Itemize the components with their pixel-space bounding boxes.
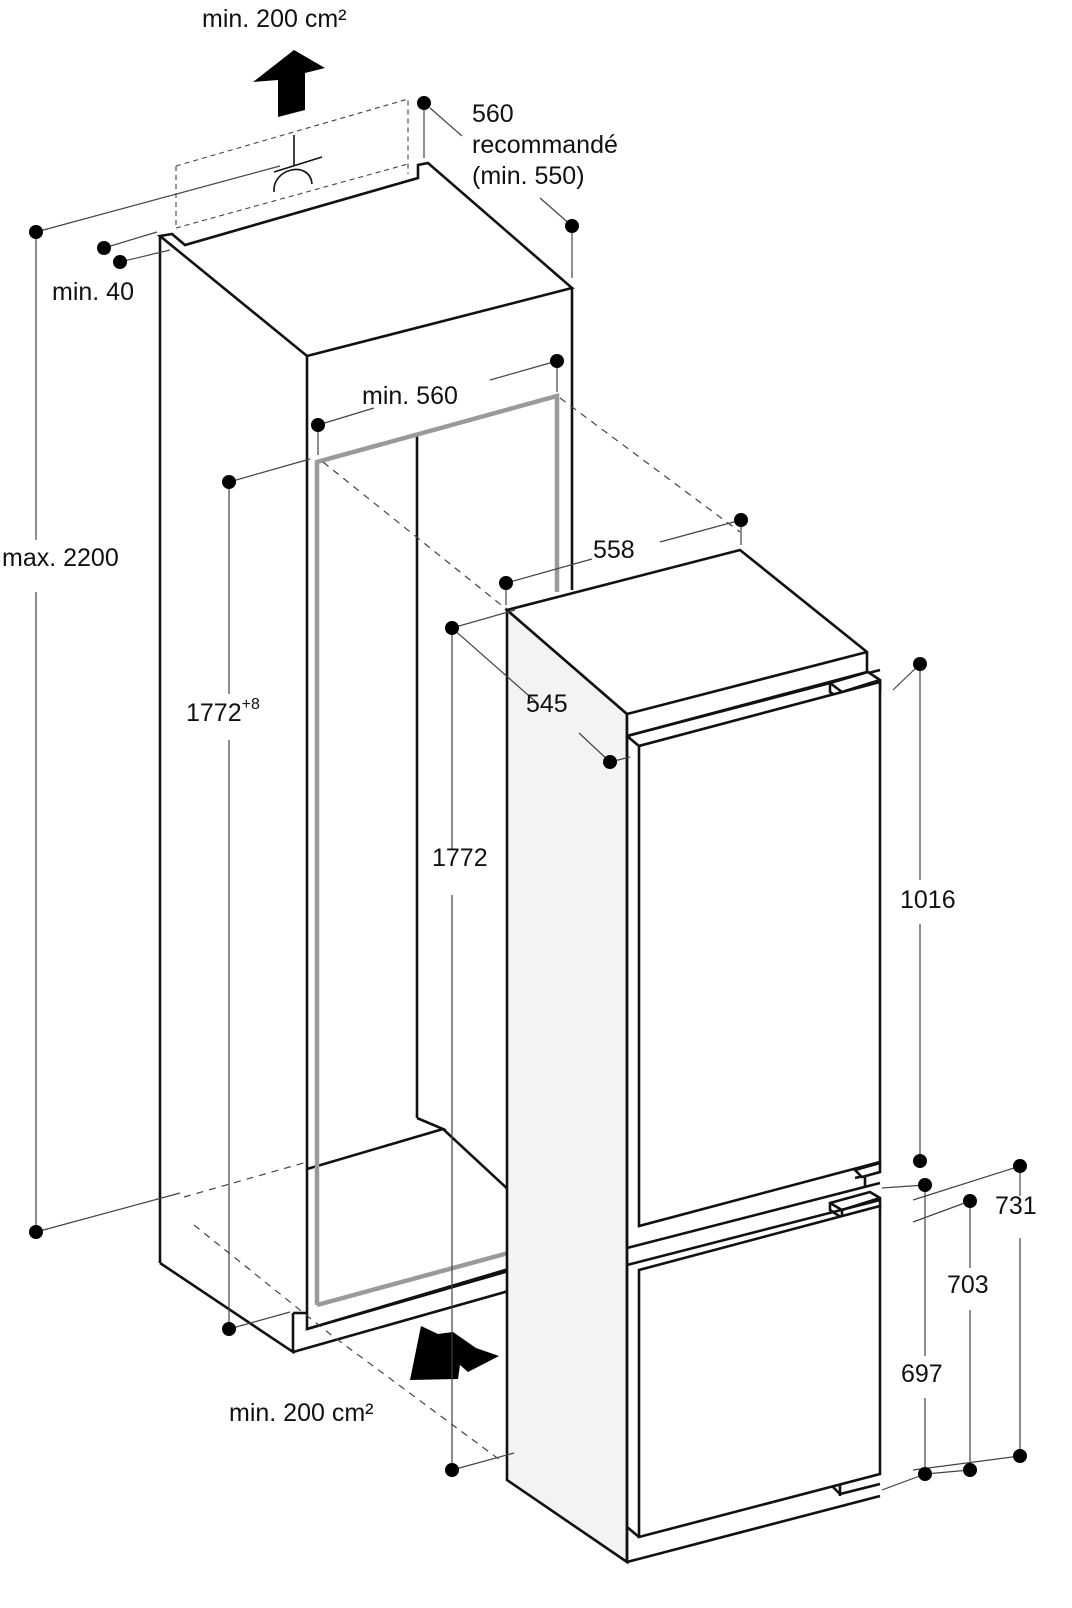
vent-symbol-icon	[273, 135, 323, 193]
filled-dot-icon	[565, 219, 579, 233]
depth-recommended-word: recommandé	[472, 131, 618, 159]
filled-dot-icon	[445, 1463, 459, 1477]
cabinet	[156, 98, 741, 1461]
arrow-diagonal-icon	[410, 1326, 499, 1380]
appliance-width-label: 558	[593, 536, 635, 564]
niche-height-label: 1772+8	[186, 696, 260, 727]
filled-dot-icon	[963, 1463, 977, 1477]
hinge-697-label: 697	[901, 1360, 943, 1388]
filled-dot-icon	[29, 225, 43, 239]
labels: min. 200 cm² 560 recommandé (min. 550) m…	[2, 5, 1037, 1427]
niche-width-label: min. 560	[362, 382, 458, 410]
filled-dot-icon	[963, 1194, 977, 1208]
fridge-door	[637, 680, 882, 1228]
arrow-up-icon	[253, 50, 325, 117]
filled-dot-icon	[113, 255, 127, 269]
filled-dot-icon	[499, 576, 513, 590]
filled-dot-icon	[913, 657, 927, 671]
filled-dot-icon	[1013, 1159, 1027, 1173]
filled-dot-icon	[1013, 1449, 1027, 1463]
filled-dot-icon	[550, 354, 564, 368]
filled-dot-icon	[918, 1467, 932, 1481]
freezer-door	[637, 1204, 882, 1539]
vent-bottom-label: min. 200 cm²	[229, 1399, 373, 1427]
filled-dot-icon	[734, 513, 748, 527]
depth-recommended-min: (min. 550)	[472, 162, 585, 190]
filled-dot-icon	[445, 621, 459, 635]
filled-dot-icon	[603, 755, 617, 769]
hinge-upper-label: 1016	[900, 886, 956, 914]
filled-dot-icon	[222, 1322, 236, 1336]
cabinet-top	[156, 161, 575, 358]
hinge-703-label: 703	[947, 1271, 989, 1299]
vent-top-label: min. 200 cm²	[202, 5, 346, 33]
appliance	[504, 548, 882, 1565]
filled-dot-icon	[29, 1225, 43, 1239]
max-height-label: max. 2200	[2, 544, 119, 572]
top-gap-label: min. 40	[52, 278, 134, 306]
dimension-dots	[29, 96, 1027, 1481]
filled-dot-icon	[97, 241, 111, 255]
top-vent-outline	[175, 98, 409, 229]
appliance-side-panel	[505, 607, 629, 1565]
hinge-731-label: 731	[995, 1192, 1037, 1220]
filled-dot-icon	[918, 1178, 932, 1192]
filled-dot-icon	[311, 418, 325, 432]
appliance-depth-label: 545	[526, 690, 568, 718]
appliance-height-label: 1772	[432, 844, 488, 872]
dimension-lines	[35, 103, 1021, 1491]
filled-dot-icon	[222, 475, 236, 489]
filled-dot-icon	[913, 1154, 927, 1168]
filled-dot-icon	[417, 96, 431, 110]
niche-opening	[314, 393, 560, 1305]
depth-recommended-value: 560	[472, 100, 514, 128]
